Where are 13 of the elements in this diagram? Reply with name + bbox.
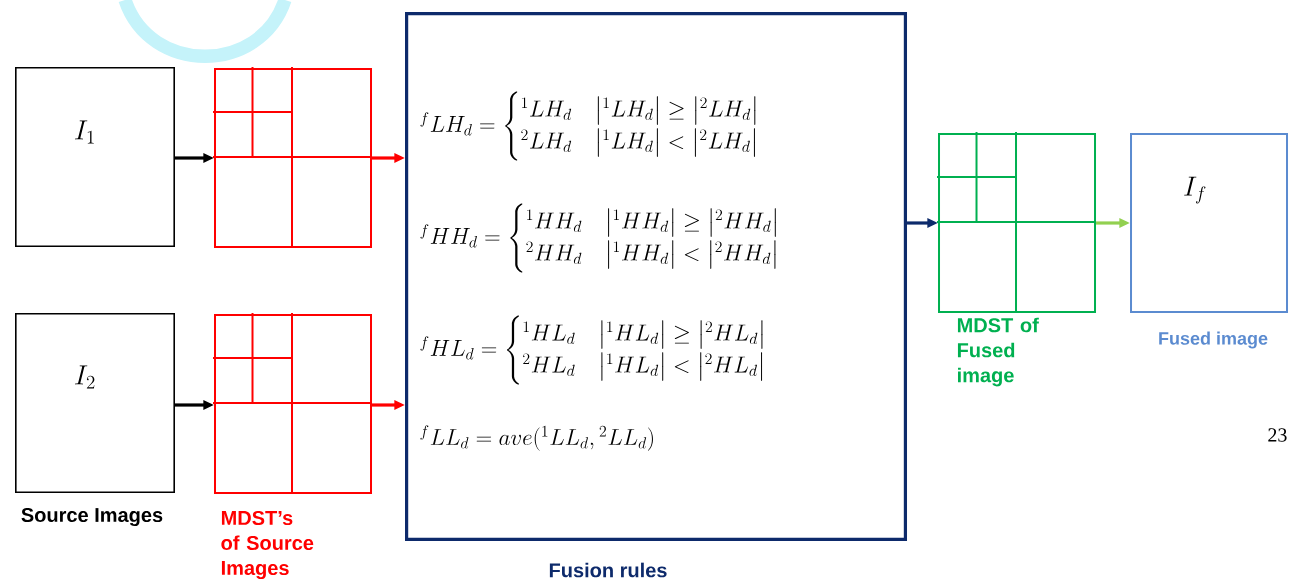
- transform-grid: [212, 66, 372, 248]
- caption-text: Fused image: [1159, 331, 1268, 349]
- page-number: 23: [1268, 428, 1287, 442]
- caption-text: Fusion rules: [549, 562, 667, 578]
- fusion-rules-box: ${}^{f}LH_{d}=\begin{cases}{}^{1}LH_{d} & \left|{}^{1}LH_{d}\right|\geq\left|{}^{2}LH_{d}\right|\\ {}^{2}LH_{d} & \left|{}^{1}LH_{d}\right|<\left|{}^{2}LH_{d}\right|\end{cases}$ ${}^{f}HH_{d}=\begin{cases}{}^{1}HH_{d} & \left|{}^{1}HH_{d}\right|\geq\left|{}^{2}HH_{d}\right|\\ {}^{2}HH_{d} & \left|{}^{1}HH_{d}\right|<\left|{}^{2}HH_{d}\right|\end{cases}$ ${}^{f}HL_{d}=\begin{cases}{}^{1}HL_{d} & \left|{}^{1}HL_{d}\right|\geq\left|{}^{2}HL_{d}\right|\\ {}^{2}HL_{d} & \left|{}^{1}HL_{d}\right|<\left|{}^{2}HL_{d}\right|\end{cases}$ ${}^{f}LL_{d}=ave({}^{1}LL_{d},{}^{2}LL_{d})$: [405, 12, 907, 541]
- image-box: $I_{2}$: [15, 313, 175, 493]
- caption-text: MDST’s of Source Images: [221, 510, 314, 579]
- transform-grid: [212, 312, 372, 494]
- image-box: $I_{f}$: [1130, 133, 1288, 313]
- image-box: $I_{1}$: [15, 67, 175, 247]
- transform-grid: [936, 131, 1096, 313]
- caption-text: Source Images: [21, 507, 163, 527]
- caption-text: MDST of Fused image: [957, 317, 1039, 387]
